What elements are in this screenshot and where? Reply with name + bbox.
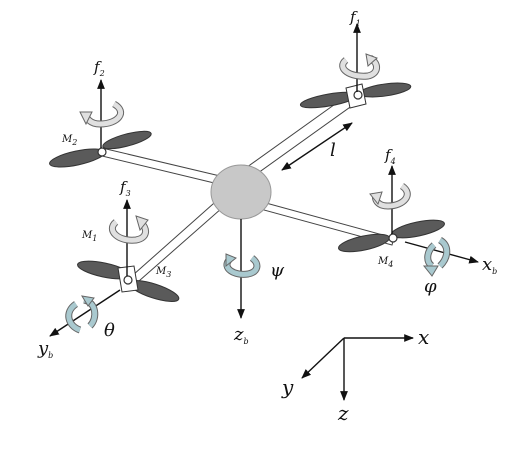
yaw-rotation-arrow: [223, 253, 261, 278]
label-z: z: [337, 401, 349, 425]
rotation-arrow-rotor-2: [79, 100, 124, 128]
label-zb: zb: [233, 324, 249, 346]
label-f2: f2: [93, 58, 105, 78]
rotation-arrow-rotor-4: [369, 183, 411, 210]
label-f4: f4: [384, 146, 396, 166]
label-xb: xb: [482, 254, 497, 276]
inertial-axis-y: [301, 337, 345, 379]
label-phi: φ: [424, 276, 437, 297]
label-theta: θ: [104, 320, 115, 341]
rotor-1: [299, 82, 412, 109]
label-f1: f1: [349, 8, 361, 28]
rotation-arrow-rotor-3: [108, 215, 149, 244]
pitch-rotation-arrow: [65, 295, 99, 334]
label-m1: M1: [81, 230, 97, 243]
arm-length-arrow: [281, 122, 353, 171]
label-y: y: [281, 375, 294, 399]
drone-body: [210, 164, 272, 220]
label-x: x: [418, 325, 429, 349]
label-m4: M4: [377, 256, 393, 269]
label-m2: M2: [61, 134, 77, 147]
body-axis-yb: [49, 289, 121, 337]
label-f3: f3: [119, 178, 131, 198]
roll-rotation-arrow: [422, 237, 451, 277]
body-axis-xb: [404, 241, 479, 264]
rotor-2: [49, 130, 152, 168]
rotor-4: [338, 219, 445, 253]
label-arm-length: l: [330, 140, 336, 161]
label-m3: M3: [155, 266, 171, 279]
label-yb: yb: [37, 338, 53, 360]
rotation-arrow-rotor-1: [339, 53, 380, 80]
label-psi: ψ: [270, 260, 285, 281]
rotor-3: [77, 260, 180, 302]
